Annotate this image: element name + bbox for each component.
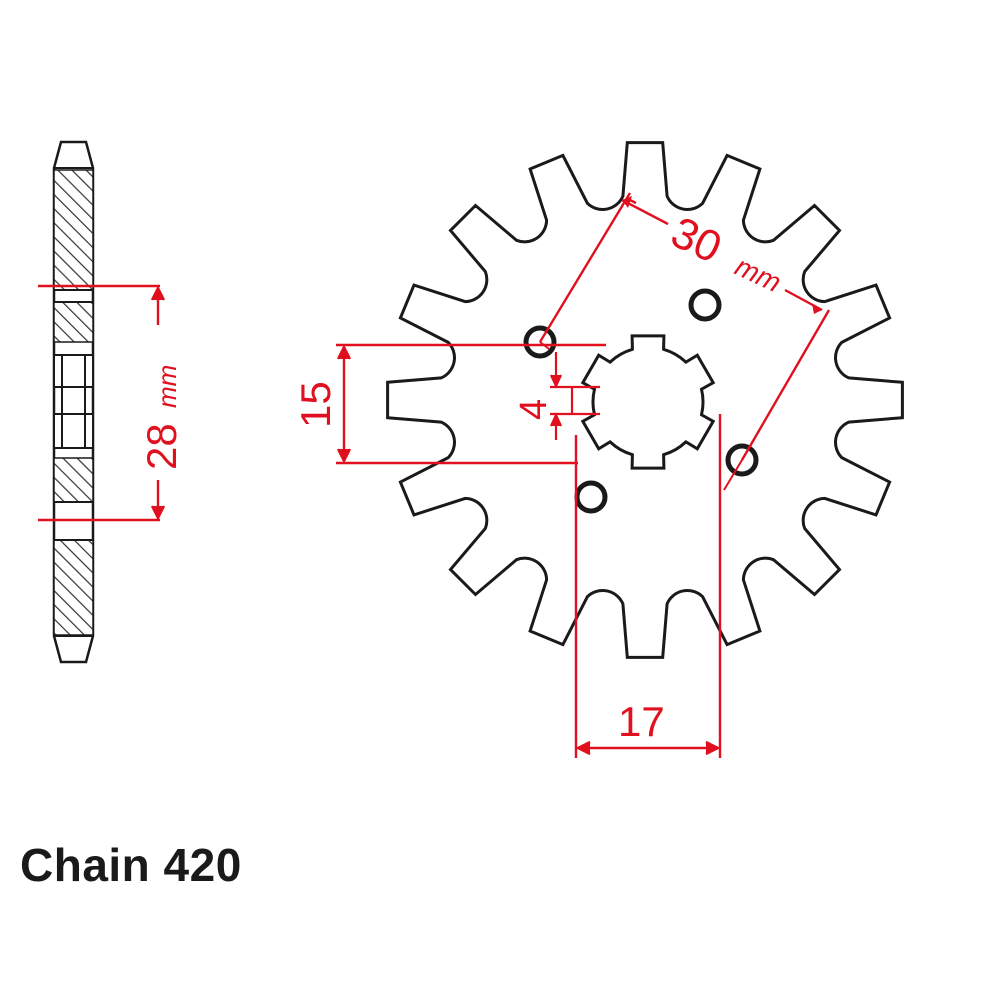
side-spline-window — [53, 354, 94, 449]
dimension-4-value: 4 — [513, 399, 555, 420]
side-hatch-lower-mid — [53, 457, 94, 503]
dimension-17-value: 17 — [618, 698, 665, 745]
spline-bore — [580, 334, 716, 470]
dimension-15 — [336, 343, 606, 465]
side-hatch-bottom — [53, 539, 94, 636]
dimension-17 — [574, 414, 722, 758]
dimension-4 — [549, 352, 600, 440]
side-view — [38, 140, 166, 664]
side-hatch-top — [53, 169, 94, 291]
dimension-30mm — [538, 192, 831, 491]
dimension-28-unit: mm — [152, 365, 182, 408]
front-view — [386, 141, 904, 659]
side-hatch-upper-mid — [53, 301, 94, 343]
dimension-15-value: 15 — [292, 381, 339, 428]
chain-caption: Chain 420 — [20, 839, 242, 891]
bolt-hole-2 — [688, 288, 722, 322]
bolt-hole-4 — [574, 480, 608, 514]
dimension-28mm — [38, 284, 166, 522]
dimension-28-value: 28 — [138, 423, 185, 470]
